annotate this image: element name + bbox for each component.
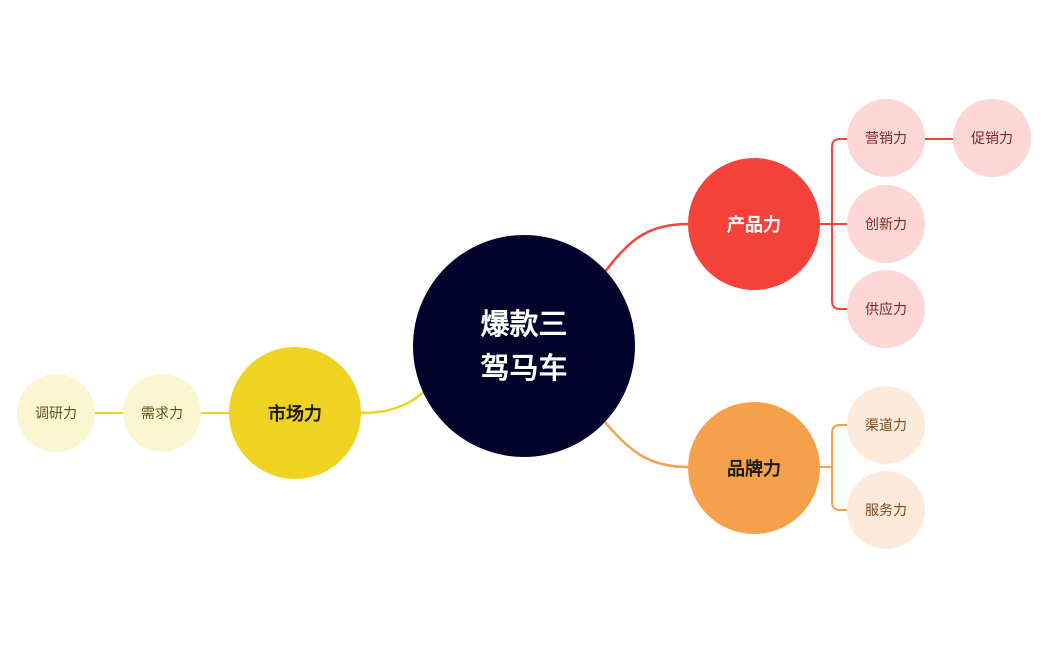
center-node[interactable]: 爆款三 驾马车 [413, 235, 635, 457]
leaf-node-demand[interactable]: 需求力 [123, 374, 201, 452]
connector-center-market [360, 389, 427, 415]
leaf-label-supply: 供应力 [865, 302, 907, 318]
leaf-label-innovation: 创新力 [865, 217, 907, 233]
leaf-node-service[interactable]: 服务力 [847, 471, 925, 549]
leaf-label-promotion: 促销力 [971, 131, 1013, 147]
leaf-node-channel[interactable]: 渠道力 [847, 386, 925, 464]
branch-node-brand[interactable]: 品牌力 [688, 402, 820, 534]
leaf-node-supply[interactable]: 供应力 [847, 270, 925, 348]
branch-node-product[interactable]: 产品力 [688, 158, 820, 290]
leaf-label-channel: 渠道力 [865, 418, 907, 434]
branch-label-brand: 品牌力 [727, 459, 781, 480]
leaf-node-marketing[interactable]: 营销力 [847, 99, 925, 177]
leaf-label-demand: 需求力 [141, 406, 183, 422]
leaf-label-research: 调研力 [35, 406, 77, 422]
branch-label-product: 产品力 [727, 215, 781, 236]
center-label: 爆款三 驾马车 [480, 307, 568, 385]
branch-node-market[interactable]: 市场力 [229, 347, 361, 479]
connector-product-bracket [819, 138, 847, 310]
leaf-node-innovation[interactable]: 创新力 [847, 185, 925, 263]
connector-brand-bracket [819, 424, 847, 511]
connector-center-brand [604, 421, 689, 469]
leaf-node-promotion[interactable]: 促销力 [953, 99, 1031, 177]
branch-label-market: 市场力 [268, 404, 322, 425]
connector-center-product [603, 222, 689, 273]
leaf-label-service: 服务力 [865, 503, 907, 519]
leaf-node-research[interactable]: 调研力 [17, 374, 95, 452]
leaf-label-marketing: 营销力 [865, 131, 907, 147]
